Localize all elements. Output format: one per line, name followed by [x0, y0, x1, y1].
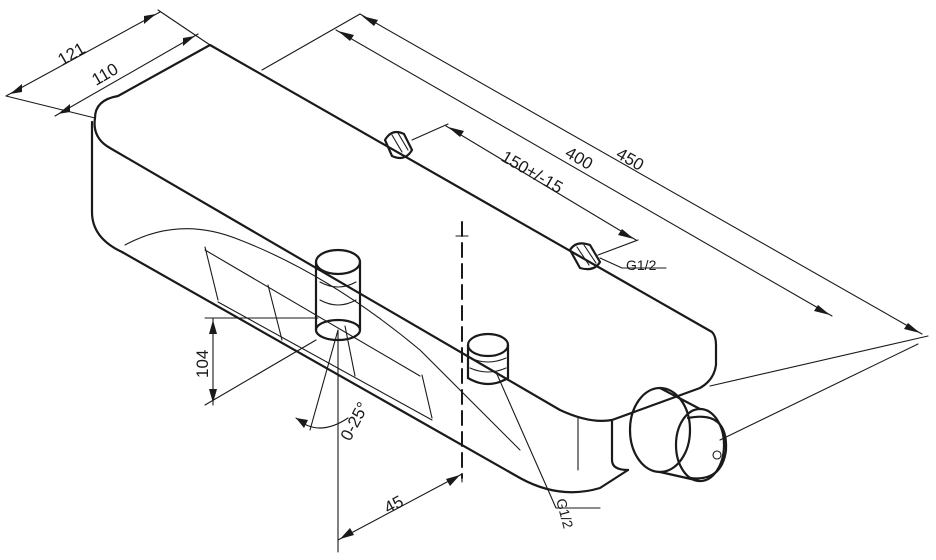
- thread-rear-callout: G1/2: [599, 257, 667, 273]
- mixer-body: [90, 43, 718, 494]
- front-outlet-right: [466, 332, 510, 386]
- height-dimension: 104: [193, 317, 319, 406]
- dim-150-label: 150+/-15: [498, 147, 566, 197]
- angle-dimension: 0-25°: [295, 329, 373, 553]
- dim-110-label: 110: [89, 59, 122, 89]
- dim-450-label: 450: [613, 144, 647, 175]
- thread-rear-label: G1/2: [626, 257, 657, 273]
- thread-front-callout: G1/2: [495, 371, 601, 531]
- dim-104-label: 104: [193, 350, 212, 378]
- width-dimension: 121 110: [5, 9, 211, 119]
- rear-inlet-right: [568, 242, 602, 271]
- temperature-knob: [628, 386, 728, 483]
- dim-45-label: 45: [381, 492, 407, 518]
- front-outlet-left: [314, 248, 362, 342]
- dim-121-label: 121: [55, 39, 89, 70]
- length-dimensions: 450 400 150+/-15: [261, 13, 929, 441]
- rear-inlet-left: [383, 130, 414, 160]
- offset-dimension: 45: [337, 473, 463, 541]
- dim-400-label: 400: [562, 143, 596, 174]
- thread-front-label: G1/2: [553, 497, 576, 531]
